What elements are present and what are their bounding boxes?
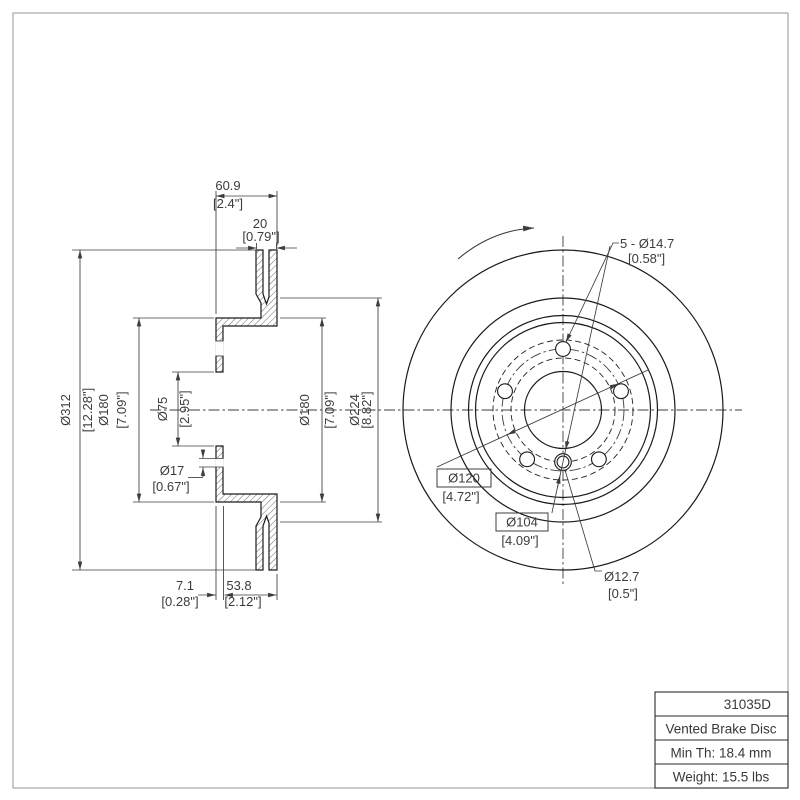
hat-step-inner	[474, 321, 652, 499]
annotation-pin-hole: Ø12.7 [0.5"]	[564, 469, 639, 601]
flange-lug-hole	[215, 341, 224, 356]
dim-hat-depth-mm: 53.8	[226, 578, 251, 593]
hub-pad-hidden-circle-outer	[492, 339, 634, 481]
dim-hat-depth: 53.8 [2.12"]	[224, 574, 278, 609]
dim-hat-diameter-left-in: [7.09"]	[114, 391, 129, 428]
dim-flange-thickness-in: [0.28"]	[161, 594, 198, 609]
section-bottom-half	[215, 445, 278, 571]
annotation-pin-hole-mm: Ø12.7	[604, 569, 639, 584]
dim-outer-diameter: Ø312 [12.28"]	[58, 249, 256, 571]
lug-hole-4	[590, 451, 607, 468]
dim-rotor-thickness-mm: 20	[253, 216, 267, 231]
swept-area-inner-edge	[450, 297, 676, 523]
dim-rotor-thickness-in: [0.79"]	[242, 229, 279, 244]
title-block-min-thickness: Min Th: 18.4 mm	[670, 746, 771, 761]
annotation-lug-holes-mm: 5 - Ø14.7	[620, 236, 674, 251]
dim-center-bore-mm: Ø75	[155, 397, 170, 422]
border-frame	[12, 12, 789, 789]
front-view: 5 - Ø14.7 [0.58"] Ø120 [4.72"] Ø104 [4.0…	[402, 225, 724, 601]
lug-hole-5	[613, 383, 629, 400]
bolt-circle	[501, 348, 625, 472]
dim-overall-width-in: [2.4"]	[213, 196, 243, 211]
lug-hole-1	[555, 341, 571, 357]
dim-hat-depth-in: [2.12"]	[224, 594, 261, 609]
dim-swept-inner-diameter-mm: Ø224	[347, 394, 362, 426]
dim-swept-inner-diameter-in: [8.82"]	[359, 391, 374, 428]
dim-pin-counterbore: Ø17 [0.67"]	[152, 449, 206, 494]
annotation-bolt-circle: Ø120 [4.72"]	[436, 369, 649, 504]
annotation-lug-holes: 5 - Ø14.7 [0.58"]	[565, 236, 674, 343]
lug-hole-3	[519, 451, 536, 468]
dim-hat-diameter-right: Ø180 [7.09"]	[280, 317, 337, 503]
dim-outer-diameter-in: [12.28"]	[80, 388, 95, 432]
dim-overall-width: 60.9 [2.4"]	[213, 178, 278, 314]
dim-rotor-thickness: 20 [0.79"]	[236, 216, 297, 251]
dim-pin-counterbore-mm: Ø17	[160, 463, 185, 478]
dim-outer-diameter-mm: Ø312	[58, 394, 73, 426]
disc-outer-edge	[402, 249, 724, 571]
title-block-part-number: 31035D	[724, 697, 772, 712]
dim-center-bore-in: [2.95"]	[177, 390, 192, 427]
annotation-pin-circle-mm: Ø104	[506, 515, 538, 530]
annotation-lug-holes-in: [0.58"]	[628, 251, 665, 266]
section-view: 60.9 [2.4"] 20 [0.79"] Ø312 [12.28"] Ø18…	[58, 178, 742, 609]
dim-center-bore: Ø75 [2.95"]	[155, 371, 214, 447]
dim-swept-inner-diameter: Ø224 [8.82"]	[280, 297, 382, 523]
title-block-part-type: Vented Brake Disc	[665, 722, 776, 737]
rotation-direction-arrow	[457, 225, 535, 260]
hat-step-outer	[467, 314, 659, 506]
dim-hat-diameter-right-mm: Ø180	[297, 394, 312, 426]
title-block-weight: Weight: 15.5 lbs	[673, 770, 770, 785]
dim-hat-diameter-left: Ø180 [7.09"]	[96, 317, 214, 503]
dim-hat-diameter-right-in: [7.09"]	[322, 391, 337, 428]
dim-flange-thickness-mm: 7.1	[176, 578, 194, 593]
annotation-bolt-circle-in: [4.72"]	[442, 489, 479, 504]
dim-hat-diameter-left-mm: Ø180	[96, 394, 111, 426]
flange-pin-hole	[215, 458, 224, 467]
title-block: 31035D Vented Brake Disc Min Th: 18.4 mm…	[654, 691, 789, 789]
center-bore	[523, 370, 603, 450]
lug-hole-2	[497, 383, 513, 400]
annotation-pin-circle: Ø104 [4.09"]	[495, 245, 611, 548]
dim-pin-counterbore-in: [0.67"]	[152, 479, 189, 494]
section-top-half	[215, 249, 278, 373]
dim-flange-thickness: 7.1 [0.28"]	[161, 506, 224, 609]
annotation-bolt-circle-mm: Ø120	[448, 471, 480, 486]
annotation-pin-hole-in: [0.5"]	[608, 586, 638, 601]
dim-overall-width-mm: 60.9	[215, 178, 240, 193]
annotation-pin-circle-in: [4.09"]	[501, 533, 538, 548]
